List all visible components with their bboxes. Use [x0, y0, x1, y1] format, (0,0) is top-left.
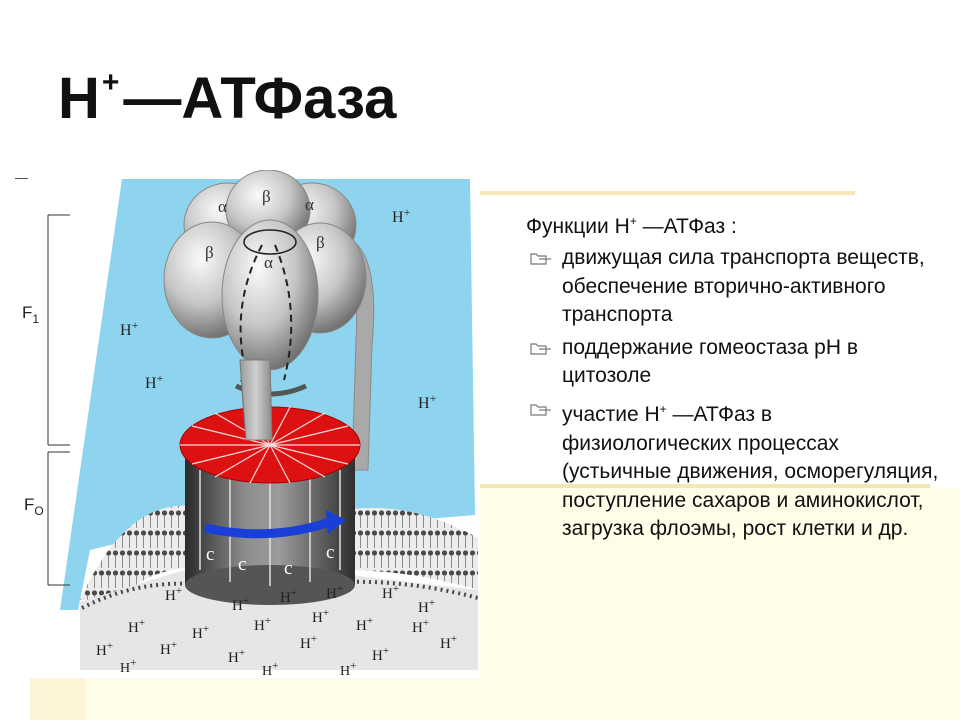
heading-text: Функции H	[526, 215, 630, 238]
label-c-2: c	[238, 554, 246, 575]
proton-label: H+	[340, 660, 356, 679]
label-beta-1: β	[262, 187, 271, 206]
rotation-arrow	[204, 517, 332, 539]
proton-label: H+	[418, 597, 435, 616]
label-alpha-3: α	[264, 253, 273, 272]
proton-label: H+	[280, 587, 297, 606]
proton-label: H+	[120, 657, 136, 676]
f1-scale-bracket	[47, 214, 70, 446]
label-alpha-1: α	[218, 197, 227, 216]
proton-label: H+	[412, 617, 429, 636]
proton-label: H+	[165, 585, 182, 604]
accent-line-top	[480, 191, 855, 195]
background-strip	[30, 678, 510, 720]
accent-line-middle	[480, 484, 930, 488]
proton-label: H+	[120, 318, 139, 339]
f1-label: F1	[22, 303, 39, 326]
proton-label: H+	[228, 647, 245, 666]
label-alpha-2: α	[305, 195, 314, 214]
page-title: H+—АТФаза	[58, 64, 396, 134]
f1-head	[163, 170, 367, 397]
proton-label: H+	[382, 583, 399, 602]
folder-bullet-icon	[530, 253, 551, 265]
folder-bullet-icon	[530, 343, 551, 355]
proton-label: H+	[392, 205, 411, 226]
proton-label: H+	[254, 615, 271, 634]
label-c-4: c	[326, 542, 334, 563]
proton-label: H+	[96, 640, 113, 659]
proton-label: H+	[440, 633, 457, 652]
proton-label: H+	[232, 595, 249, 614]
title-superscript: +	[101, 66, 120, 99]
functions-panel: Функции H+ —АТФаз : движущая сила трансп…	[526, 208, 946, 548]
label-beta-2: β	[205, 243, 214, 262]
list-item-text: поддержание гомеостаза рН в цитозоле	[562, 335, 858, 388]
fo-scale-bracket	[47, 451, 70, 586]
label-c-3: c	[284, 558, 292, 579]
atpase-diagram: F1 FO α β α β β α γ	[22, 170, 479, 679]
background-strip-accent	[30, 678, 85, 720]
list-item: движущая сила транспорта веществ, обеспе…	[526, 244, 946, 330]
background-panel	[480, 488, 960, 720]
proton-label: H+	[326, 583, 343, 602]
functions-heading: Функции H+ —АТФаз :	[526, 208, 946, 240]
proton-label: H+	[262, 660, 278, 679]
folder-bullet-icon	[530, 404, 551, 416]
list-item-text: движущая сила транспорта веществ, обеспе…	[562, 246, 925, 327]
list-item-superscript: +	[659, 401, 667, 416]
proton-label: H+	[128, 617, 145, 636]
proton-label: H+	[192, 623, 209, 642]
proton-label: H+	[160, 639, 177, 658]
proton-label: H+	[372, 645, 389, 664]
title-rest: —АТФаза	[123, 66, 397, 131]
list-item-text-rest: —АТФаз в физиологических процессах (усть…	[562, 402, 939, 541]
proton-label: H+	[312, 607, 329, 626]
title-main: H	[58, 66, 100, 131]
proton-label: H+	[356, 615, 373, 634]
proton-label: H+	[145, 371, 164, 392]
list-item: поддержание гомеостаза рН в цитозоле	[526, 334, 946, 391]
membrane-lipid-bilayer	[80, 505, 479, 670]
label-beta-3: β	[316, 233, 325, 252]
subunit-alpha-front	[221, 219, 319, 371]
fo-label: FO	[24, 495, 44, 518]
proton-label: H+	[300, 633, 317, 652]
heading-text-rest: —АТФаз :	[636, 215, 737, 238]
list-item-text: участие H	[562, 402, 660, 426]
proton-label: H+	[418, 391, 437, 412]
dash-mark	[15, 178, 28, 179]
proton-labels: H+H+H+H+H+H+H+H+H+H+H+H+H+H+H+H+H+H+H+H+…	[96, 205, 457, 679]
label-c-1: c	[206, 544, 214, 565]
heading-superscript: +	[629, 214, 637, 228]
list-item: участие H+ —АТФаз в физиологических проц…	[526, 395, 946, 544]
